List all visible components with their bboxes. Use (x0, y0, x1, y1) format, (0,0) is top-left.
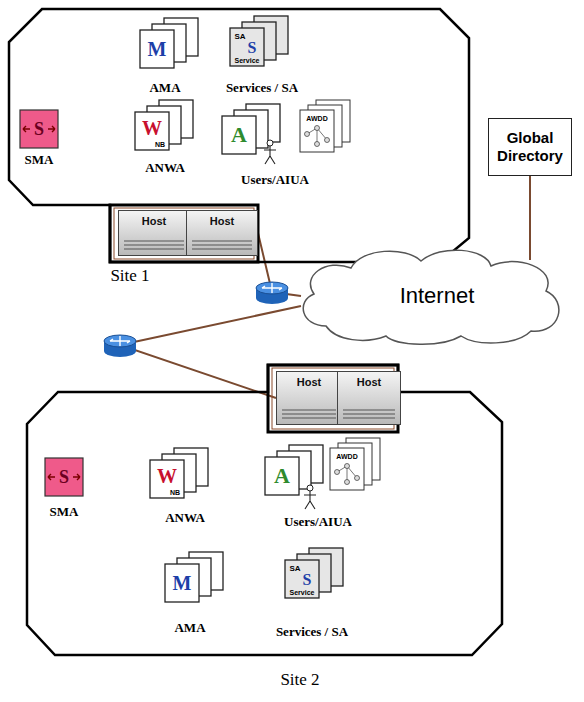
icon-letter: W (142, 117, 162, 140)
component-label: SMA (25, 152, 54, 168)
host-label: Host (119, 215, 189, 227)
site-outline (25, 362, 505, 694)
component-label: ANWA (145, 160, 185, 176)
host-box: Host (337, 371, 401, 425)
icon-letter: S (248, 39, 257, 57)
host-detail (192, 239, 252, 251)
component-label: SMA (50, 504, 79, 520)
icon-caption: AWDD (336, 453, 357, 460)
host-detail (343, 408, 395, 420)
component-label: ANWA (165, 510, 205, 526)
component-label: AMA (149, 80, 180, 96)
directory-label: Global Directory (494, 129, 566, 165)
site-region: Site 2 HostHost (25, 362, 505, 694)
host-label: Host (187, 215, 257, 227)
network-link (120, 306, 301, 398)
host-label: Host (338, 376, 400, 388)
icon-caption: SA (234, 32, 245, 41)
site-label: Site 1 (110, 266, 149, 286)
site-region: Site 1 HostHost (8, 8, 470, 290)
icon-letter: M (173, 572, 192, 595)
icon-caption: AWDD (306, 115, 327, 122)
host-detail (282, 408, 336, 420)
component-label: AMA (174, 620, 205, 636)
icon-letter: A (231, 122, 247, 148)
icon-letter: M (148, 38, 167, 61)
icon-caption: SA (289, 564, 300, 573)
icon-caption: Service (235, 57, 260, 64)
icon-caption: NB (155, 141, 165, 148)
icon-caption: NB (170, 489, 180, 496)
icon-letter: S (59, 467, 69, 488)
icon-letter: S (303, 571, 312, 589)
component-label: Services / SA (226, 80, 298, 96)
cloud-label: Internet (400, 283, 475, 309)
internet-cloud: Internet (296, 246, 566, 346)
host-detail (124, 239, 184, 251)
component-label: Users/AIUA (241, 172, 309, 188)
site1-icons (20, 16, 350, 164)
host-box: Host (118, 210, 190, 256)
directory-box: Global Directory (488, 118, 572, 176)
icon-letter: A (274, 463, 290, 489)
network-link (529, 176, 531, 260)
icon-caption: Service (290, 589, 315, 596)
router-symbol (104, 282, 288, 357)
component-label: Users/AIUA (284, 514, 352, 530)
host-box: Host (186, 210, 258, 256)
site-label: Site 2 (280, 670, 319, 690)
icon-letter: W (157, 465, 177, 488)
site2-icons (45, 438, 380, 602)
host-box: Host (276, 371, 342, 425)
component-label: Services / SA (276, 624, 348, 640)
icon-letter: S (34, 119, 44, 140)
host-label: Host (277, 376, 341, 388)
